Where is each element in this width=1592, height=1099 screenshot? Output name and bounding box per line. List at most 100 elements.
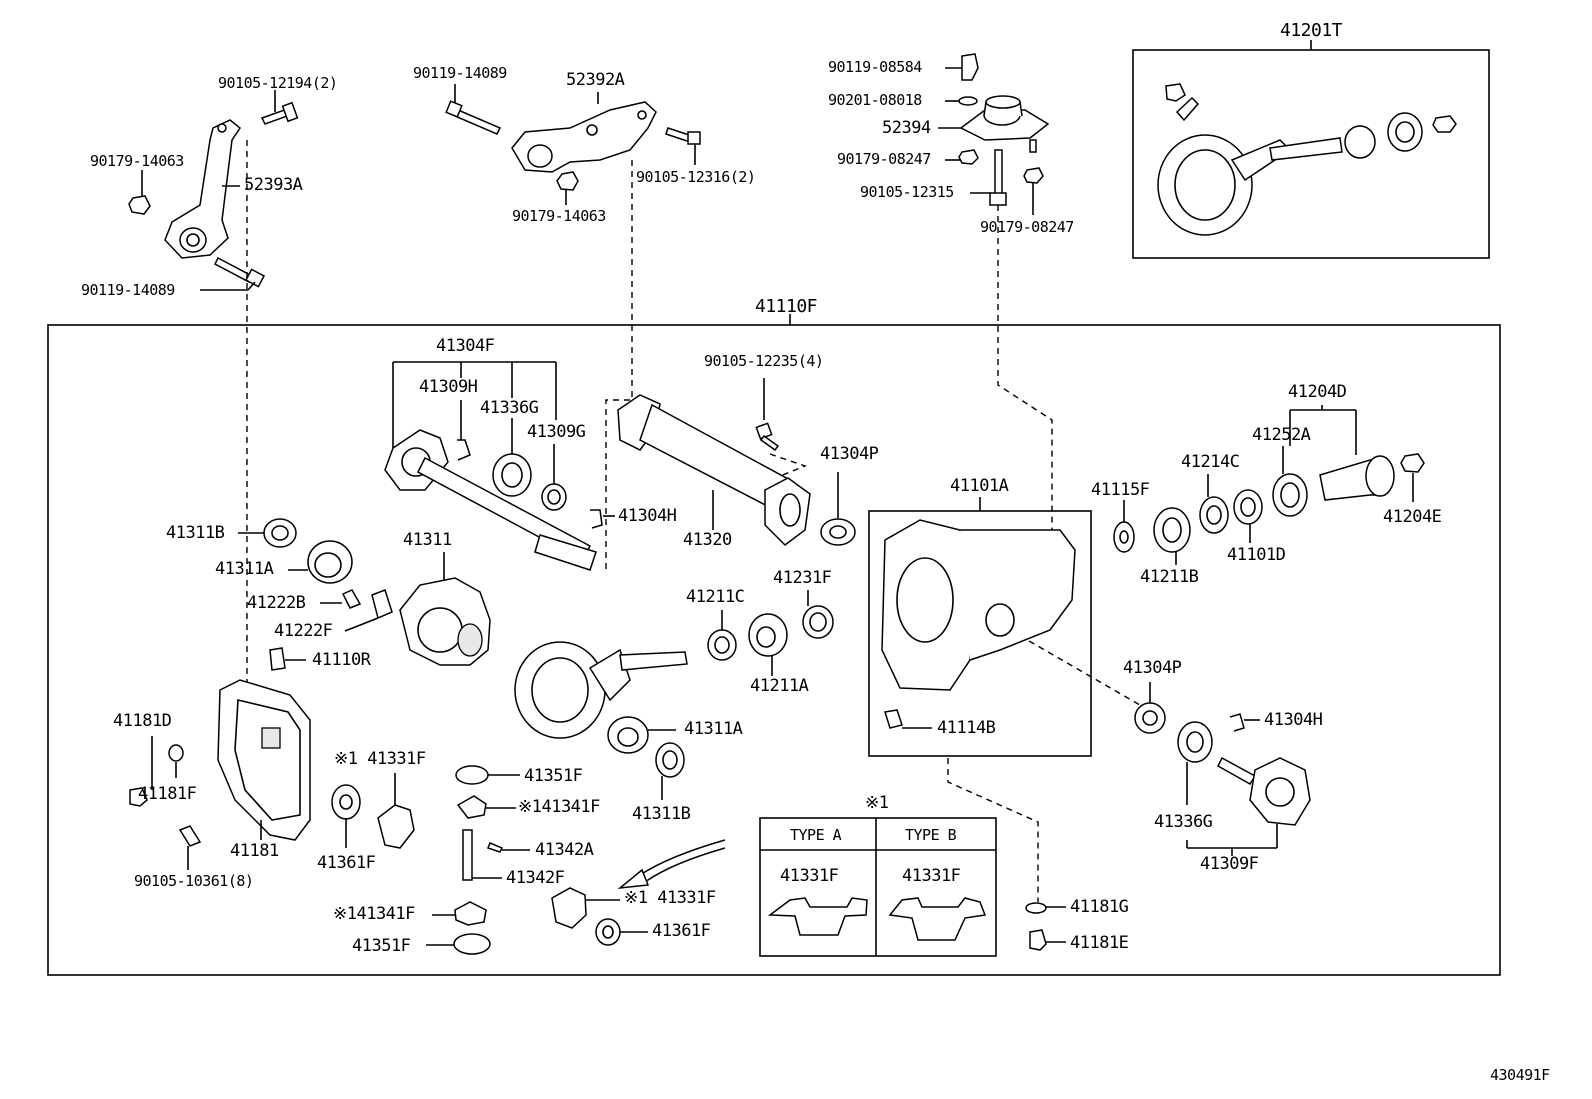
ring-gear-and-pinion-kit xyxy=(1157,83,1457,236)
bearing-41304p-a xyxy=(820,518,856,546)
bearing-41311a-a xyxy=(307,540,353,584)
bearing-41309g xyxy=(541,483,567,511)
nut-90179-14063-b xyxy=(556,171,579,191)
label-90201-08018: 90201-08018 xyxy=(828,91,922,109)
companion-flange-41204d xyxy=(1319,455,1395,501)
label-41222b: 41222B xyxy=(247,593,306,613)
label-90179-14063-a: 90179-14063 xyxy=(90,152,184,170)
label-41222f: 41222F xyxy=(274,621,333,641)
label-90179-14063-b: 90179-14063 xyxy=(512,207,606,225)
label-90119-14089-b: 90119-14089 xyxy=(413,64,507,82)
label-41304f: 41304F xyxy=(436,336,495,356)
bolt-41222b xyxy=(341,589,362,609)
assembly-frame xyxy=(47,324,1501,976)
plug-41181e xyxy=(1029,929,1047,951)
label-41342a: 41342A xyxy=(535,840,594,860)
label-type-a: TYPE A xyxy=(790,826,842,844)
label-41341f-b: ※141341F xyxy=(333,904,415,924)
front-mount-bracket-52392a xyxy=(511,101,657,173)
label-type-b: TYPE B xyxy=(905,826,957,844)
washer-41351f-a xyxy=(455,765,489,785)
side-gear-41331f-b xyxy=(551,887,587,929)
plug-41181d xyxy=(129,787,148,807)
gasket-41181f xyxy=(168,744,184,762)
assembly-direction-arrow xyxy=(639,839,726,876)
carrier-cover-41181 xyxy=(217,679,311,841)
label-41181f: 41181F xyxy=(138,784,197,804)
nut-90179-08247-a xyxy=(958,149,979,165)
plug-41114b xyxy=(884,709,903,729)
oil-seal-41336g-a xyxy=(492,453,532,497)
rear-mount-bracket-52393a xyxy=(164,119,242,259)
oil-seal-41115f xyxy=(1113,521,1135,553)
guide-line-3 xyxy=(997,205,1053,530)
label-note-mark: ※1 xyxy=(865,793,889,813)
inner-axle-shaft-41304f xyxy=(384,429,597,571)
label-41181g: 41181G xyxy=(1070,897,1129,917)
label-41331f-type-a: 41331F xyxy=(780,866,839,886)
label-41311b-b: 41311B xyxy=(632,804,691,824)
label-90105-12315: 90105-12315 xyxy=(860,183,954,201)
spacer-41231f xyxy=(802,605,834,639)
label-41110f: 41110F xyxy=(755,296,818,317)
guide-line-6 xyxy=(947,758,1039,902)
breather-41110r xyxy=(269,647,286,671)
type-table-grid xyxy=(759,817,997,957)
label-41361f-a: 41361F xyxy=(317,853,376,873)
label-41342f: 41342F xyxy=(506,868,565,888)
mount-52394 xyxy=(959,95,1050,141)
label-41181d: 41181D xyxy=(113,711,172,731)
label-41211c: 41211C xyxy=(686,587,745,607)
ring-gear-and-drive-pinion xyxy=(514,641,688,739)
label-41204e: 41204E xyxy=(1383,507,1442,527)
label-90105-10361: 90105-10361(8) xyxy=(134,872,254,890)
label-90105-12235: 90105-12235(4) xyxy=(704,352,824,370)
snap-ring-41304h-a xyxy=(590,509,603,529)
label-41114b: 41114B xyxy=(937,718,996,738)
nut-41204e xyxy=(1400,453,1425,473)
label-41211a: 41211A xyxy=(750,676,809,696)
label-41320: 41320 xyxy=(683,530,732,550)
oil-seal-41311b-b xyxy=(655,742,685,778)
label-41311a-a: 41311A xyxy=(215,559,274,579)
spacer-41214c xyxy=(1199,496,1229,534)
outer-axle-shaft-41309f xyxy=(1217,756,1311,826)
label-41311a-b: 41311A xyxy=(684,719,743,739)
label-52392a: 52392A xyxy=(566,70,625,90)
guide-line-5 xyxy=(1009,629,1141,706)
label-41309h: 41309H xyxy=(419,377,478,397)
snap-ring-41304h-b xyxy=(1229,713,1245,732)
label-41181e: 41181E xyxy=(1070,933,1129,953)
bolt-90119-14089-a xyxy=(214,256,266,288)
stud-90105-12315 xyxy=(989,149,1007,206)
label-41115f: 41115F xyxy=(1091,480,1150,500)
bolt-90105-10361 xyxy=(178,825,202,847)
label-90179-08247-b: 90179-08247 xyxy=(980,218,1074,236)
bolt-90119-08584 xyxy=(961,53,979,81)
label-41110r: 41110R xyxy=(312,650,371,670)
label-reference-number: 430491F xyxy=(1490,1066,1550,1084)
label-41211b: 41211B xyxy=(1140,567,1199,587)
side-gear-41331f-a xyxy=(377,804,415,849)
guide-line-4 xyxy=(769,453,808,481)
washer-90201-08018 xyxy=(958,96,978,106)
oil-seal-41211c xyxy=(707,629,737,661)
label-90119-08584: 90119-08584 xyxy=(828,58,922,76)
label-41331f-b: ※1 41331F xyxy=(624,888,716,908)
label-41304p-b: 41304P xyxy=(1123,658,1182,678)
label-41336g-a: 41336G xyxy=(480,398,539,418)
label-41336g-b: 41336G xyxy=(1154,812,1213,832)
pinion-shaft-41342f xyxy=(462,829,473,881)
label-52393a: 52393A xyxy=(244,175,303,195)
bolt-90105-12235 xyxy=(755,422,780,452)
label-41101a: 41101A xyxy=(950,476,1009,496)
label-41351f-a: 41351F xyxy=(524,766,583,786)
oil-seal-41336g-b xyxy=(1177,721,1213,763)
label-41341f-a: ※141341F xyxy=(518,797,600,817)
label-90119-14089-a: 90119-14089 xyxy=(81,281,175,299)
label-41331f-a: ※1 41331F xyxy=(334,749,426,769)
bearing-41211a xyxy=(748,613,788,657)
bearing-41211b xyxy=(1153,507,1191,553)
label-41309g: 41309G xyxy=(527,422,586,442)
